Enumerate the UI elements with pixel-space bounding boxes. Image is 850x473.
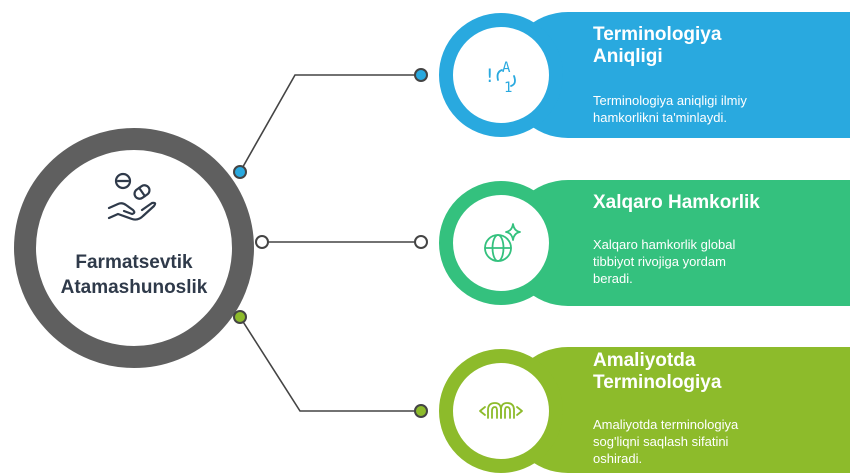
svg-text:A: A (502, 60, 511, 76)
branch-description: Amaliyotda terminologiya sog'liqni saqla… (593, 417, 739, 466)
globe-sparkle-icon (484, 223, 521, 262)
connector-dot-2 (255, 235, 269, 249)
practice-arrows-icon (479, 402, 523, 419)
central-topic-label: Farmatsevtik Atamashunoslik (60, 252, 208, 298)
svg-text:1: 1 (504, 80, 512, 96)
connector-dot-3 (233, 310, 247, 324)
svg-text:!: ! (484, 65, 495, 87)
branch-description: Xalqaro hamkorlik global tibbiyot rivoji… (593, 237, 736, 286)
connector-end-dot-3 (414, 404, 428, 418)
branch-ring-3 (439, 349, 563, 473)
branch-description: Terminologiya aniqligi ilmiy hamkorlikni… (593, 93, 747, 125)
pill-hand-icon (107, 172, 157, 221)
connector-end-dot-2 (414, 235, 428, 249)
central-topic: Farmatsevtik Atamashunoslik (14, 128, 254, 368)
connector-line-1 (239, 74, 421, 173)
connector-end-dot-1 (414, 68, 428, 82)
branch-ring-1: ! A 1 (439, 13, 563, 137)
translate-symbols-icon: ! A 1 (484, 60, 516, 96)
connector-dot-1 (233, 165, 247, 179)
connector-line-3 (239, 316, 421, 412)
branch-card-terminologiya-aniqligi: Terminologiya Aniqligi Terminologiya ani… (505, 12, 850, 138)
branch-title: Amaliyotda Terminologiya (593, 350, 722, 393)
branch-ring-2 (439, 181, 563, 305)
branch-title: Terminologiya Aniqligi (593, 24, 722, 67)
branch-title: Xalqaro Hamkorlik (593, 192, 760, 213)
